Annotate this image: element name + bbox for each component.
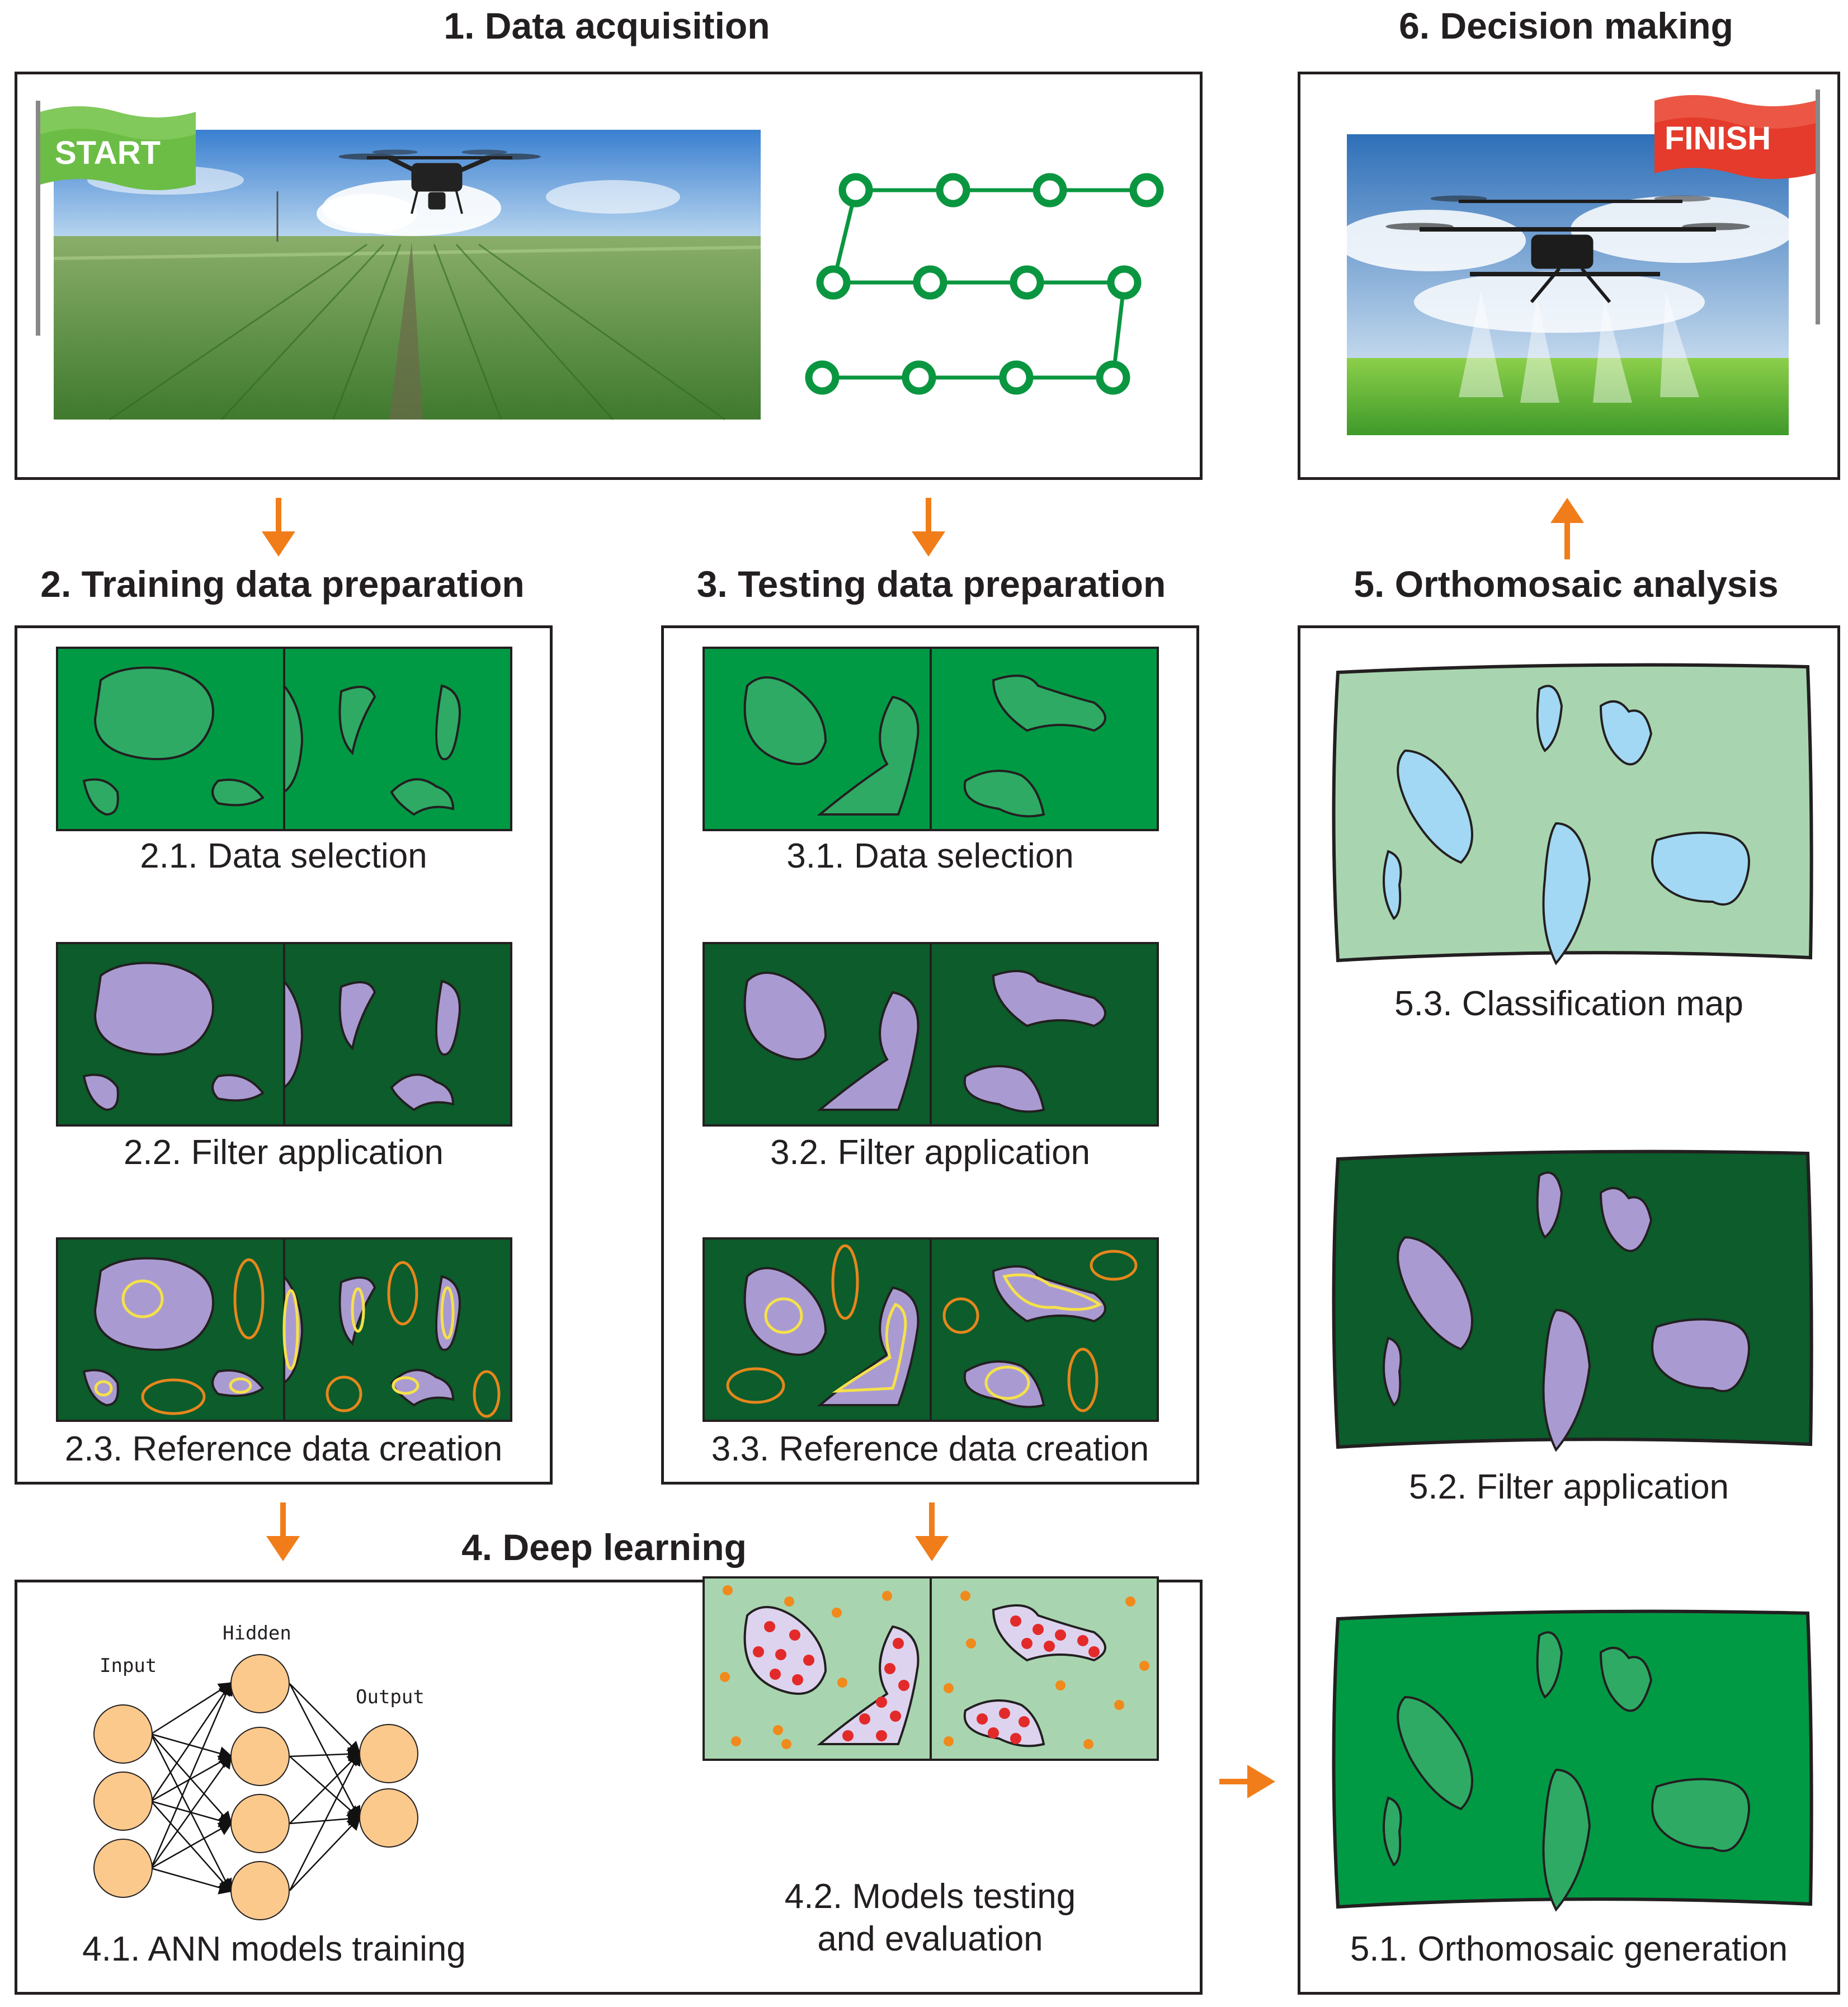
step-4-2-caption-line2: and evaluation: [817, 1920, 1043, 1958]
title-testing-data-preparation: 3. Testing data preparation: [696, 563, 1166, 605]
ann-diagram: [93, 1654, 418, 1920]
waypoint: [838, 173, 873, 208]
orthomosaic-generation-image: [1332, 1609, 1813, 1912]
training-data-selection-image: [56, 647, 512, 831]
models-testing-image: [703, 1576, 1159, 1761]
step-2-3-caption: 2.3. Reference data creation: [64, 1430, 503, 1468]
drone-icon: [338, 149, 541, 214]
ann-hidden-label: Hidden: [223, 1622, 291, 1645]
start-flag-icon: [36, 101, 196, 336]
training-reference-data-image: [56, 1237, 512, 1422]
flight-path-diagram: [805, 173, 1164, 395]
testing-data-selection-image: [703, 647, 1159, 831]
title-data-acquisition: 1. Data acquisition: [444, 5, 770, 46]
testing-reference-data-image: [703, 1237, 1159, 1422]
step-3-2-caption: 3.2. Filter application: [770, 1133, 1091, 1172]
step-3-1-caption: 3.1. Data selection: [786, 837, 1074, 875]
arrow-1-to-3: [912, 498, 945, 557]
finish-flag-icon: [1654, 89, 1820, 324]
step-5-2-caption: 5.2. Filter application: [1408, 1468, 1729, 1506]
step-3-3-caption: 3.3. Reference data creation: [711, 1430, 1149, 1468]
step-5-1-caption: 5.1. Orthomosaic generation: [1350, 1930, 1788, 1968]
ann-output-label: Output: [356, 1686, 425, 1708]
step-2-2-caption: 2.2. Filter application: [123, 1133, 444, 1172]
title-training-data-preparation: 2. Training data preparation: [40, 563, 525, 605]
step-2-1-caption: 2.1. Data selection: [140, 837, 427, 875]
ann-input-label: Input: [100, 1655, 157, 1677]
classification-map-image: [1332, 663, 1813, 965]
step-4-1-caption: 4.1. ANN models training: [82, 1930, 466, 1968]
arrow-3-to-4: [915, 1502, 949, 1561]
arrow-1-to-2: [262, 498, 295, 557]
testing-filter-application-image: [703, 942, 1159, 1127]
arrow-4-to-5: [1219, 1765, 1275, 1798]
arrow-2-to-4: [266, 1502, 300, 1561]
title-orthomosaic-analysis: 5. Orthomosaic analysis: [1354, 563, 1779, 605]
training-filter-application-image: [56, 942, 512, 1127]
step-5-3-caption: 5.3. Classification map: [1394, 984, 1743, 1023]
title-deep-learning: 4. Deep learning: [461, 1527, 747, 1568]
orthomosaic-filter-image: [1332, 1149, 1813, 1452]
drone-icon: [1385, 195, 1750, 303]
title-decision-making: 6. Decision making: [1399, 5, 1733, 46]
finish-flag-label: FINISH: [1665, 120, 1771, 157]
start-flag-label: START: [55, 135, 161, 171]
step-4-2-caption-line1: 4.2. Models testing: [784, 1877, 1076, 1916]
arrow-5-to-6: [1550, 498, 1584, 559]
spraying-drone-photo: [1336, 134, 1794, 435]
